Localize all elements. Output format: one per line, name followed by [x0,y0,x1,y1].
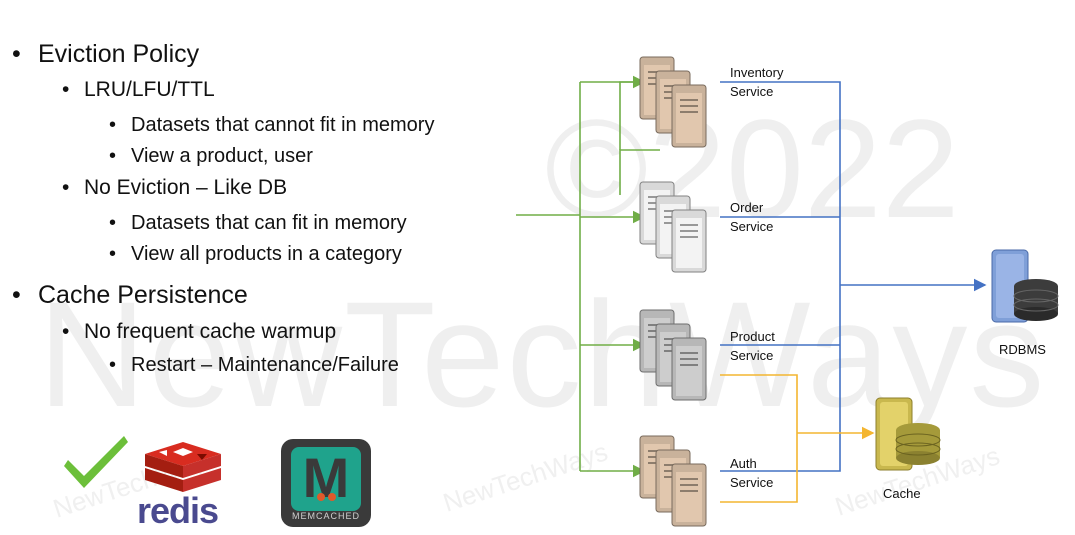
server-slot [680,224,698,226]
memcached-dot [317,493,325,501]
rdbms-label: RDBMS [999,342,1046,357]
inventory-service-label-1: Inventory [730,65,784,80]
server-slot [680,230,698,232]
order-service-label-2: Service [730,219,773,234]
memcached-dot [328,493,336,501]
product-service-label-1: Product [730,329,775,344]
memcached-badge [291,447,361,511]
redis-wordmark: redis [137,490,219,531]
server-face [676,346,702,396]
database-ring [1013,289,1059,303]
cache-bus-line [720,374,798,503]
cache-node: Cache [875,397,941,501]
auth-service-label-1: Auth [730,456,757,471]
server-slot [680,478,698,480]
auth-service-label-2: Service [730,475,773,490]
bullet-text: Cache Persistence [38,281,248,309]
bullet-lru-item2: •View a product, user [109,145,313,167]
redis-cube-icon [145,442,221,492]
request-lines [516,75,660,478]
memcached-wordmark: MEMCACHED [291,511,360,521]
server-stack [639,181,707,273]
server-slot [680,484,698,486]
bullet-text: View all products in a category [131,243,402,265]
server-slot [680,111,698,113]
server-face [676,218,702,268]
inventory-service-label-2: Service [730,84,773,99]
bullet-cache-persistence: •Cache Persistence [12,281,248,309]
server-slot [680,490,698,492]
redis-logo: redis [133,440,233,531]
server-slot [680,352,698,354]
bullet-noev-item1: •Datasets that can fit in memory [109,212,407,234]
bullet-noev-item2: •View all products in a category [109,243,402,265]
order-to-inventory-line [619,81,644,150]
bullet-text: No frequent cache warmup [84,320,337,343]
product-service-label-2: Service [730,348,773,363]
server-slot [680,105,698,107]
server-face [676,93,702,143]
bullet-no-warmup: •No frequent cache warmup [62,320,337,343]
bullet-eviction-policy: •Eviction Policy [12,40,200,68]
server-slot [680,364,698,366]
memcached-letter: M [302,446,350,509]
cache-db-ring [895,433,941,447]
server-face [676,472,702,522]
server-stack [639,56,707,148]
server-slot [680,99,698,101]
bullet-text: Datasets that cannot fit in memory [131,114,435,136]
db-lines [720,81,987,472]
server-slot [680,236,698,238]
bullet-lru: •LRU/LFU/TTL [62,78,215,101]
bullet-text: Datasets that can fit in memory [131,212,407,234]
bullet-no-eviction: •No Eviction – Like DB [62,176,288,199]
bullet-text: LRU/LFU/TTL [84,78,215,101]
bullet-text: View a product, user [131,145,313,167]
server-stack [639,435,707,527]
order-service-label-1: Order [730,200,764,215]
bullet-text: Eviction Policy [38,40,200,68]
checkmark-icon [64,436,128,488]
server-stack [639,309,707,401]
cache-lines [720,374,875,503]
bullet-text: Restart – Maintenance/Failure [131,354,399,376]
cache-label: Cache [883,486,921,501]
memcached-logo: M MEMCACHED [281,439,371,527]
server-slot [680,358,698,360]
database-ring [1013,298,1059,312]
service-servers [639,56,707,527]
bullet-restart: •Restart – Maintenance/Failure [109,354,399,376]
bullet-text: No Eviction – Like DB [84,176,288,199]
db-bus-line [720,81,841,472]
cache-db-ring [895,442,941,456]
rdbms-node: RDBMS [991,249,1059,357]
bullet-lru-item1: •Datasets that cannot fit in memory [109,114,435,136]
